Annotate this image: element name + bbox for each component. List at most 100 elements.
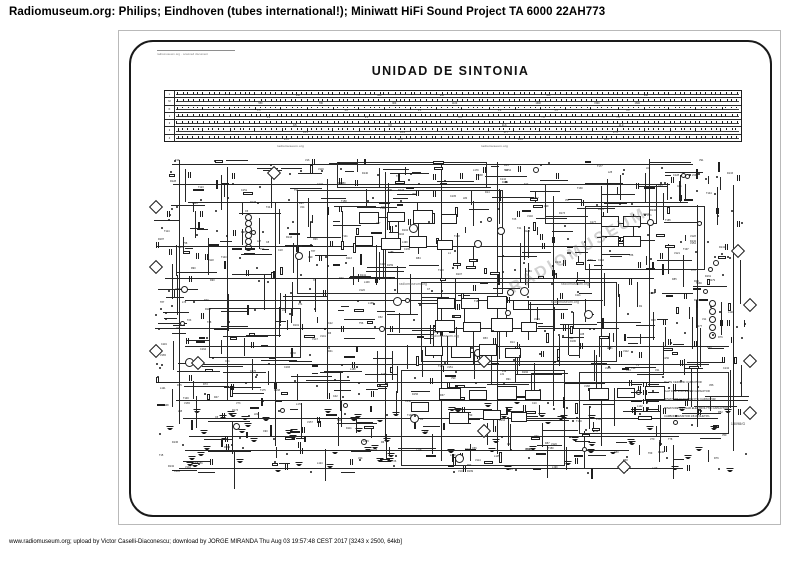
connection-wire-horizontal [154,220,179,221]
resistor-symbol [327,207,329,215]
connection-wire-horizontal [662,293,693,294]
component-reference-label: T159 [576,420,582,423]
component-reference-label: T41 [517,227,522,230]
component-reference-label: D192 [522,371,528,374]
component-reference-label: T156 [197,462,203,465]
connection-wire-vertical [547,446,548,478]
junction-node [569,252,572,255]
connection-wire-horizontal [223,336,268,337]
capacitor-symbol [355,180,359,186]
connection-wire-horizontal [176,272,217,273]
connection-wire-vertical [185,169,186,202]
connection-wire-horizontal [338,310,344,311]
bus-wire-horizontal [165,278,654,279]
capacitor-symbol [232,173,236,179]
junction-node [248,415,251,418]
junction-node [507,417,510,420]
connection-wire-horizontal [423,426,440,427]
transistor-symbol [507,289,514,296]
ground-symbol [274,468,281,473]
capacitor-symbol [554,273,558,279]
capacitor-symbol [660,253,664,259]
junction-node [414,377,417,380]
connection-wire-horizontal [639,186,667,187]
component-reference-label: D18 [338,182,343,185]
resistor-symbol [570,326,573,334]
component-reference-label: R173 [559,212,565,215]
junction-node [174,160,177,163]
connection-wire-vertical [447,336,448,364]
subassembly-outline [585,206,705,270]
resistor-symbol [360,254,362,265]
connection-wire-horizontal [577,208,615,209]
capacitor-symbol [433,174,437,180]
capacitor-symbol [201,313,205,319]
component-reference-label: D180 [570,340,576,343]
resistor-symbol [221,440,223,447]
subassembly-outline [337,162,487,188]
connection-wire-vertical [730,370,731,408]
connection-wire-horizontal [231,393,264,394]
resistor-symbol [395,181,405,184]
resistor-symbol [689,366,699,369]
connection-wire-vertical [325,449,326,481]
component-reference-label: C183 [284,366,290,369]
connection-wire-horizontal [657,260,692,261]
junction-node [452,267,455,270]
connection-wire-horizontal [682,413,721,414]
junction-node [418,183,421,186]
component-reference-label: V180 [175,288,181,291]
junction-node [309,354,312,357]
dial-band-tag: 4 [165,134,175,143]
connection-wire-horizontal [567,247,573,248]
component-reference-label: T140 [221,256,227,259]
component-reference-label: D140 [362,172,368,175]
connection-wire-horizontal [290,409,298,410]
component-reference-label: T15 [159,454,164,457]
connection-wire-vertical [221,340,222,354]
junction-node [727,256,730,259]
connection-wire-vertical [593,422,594,432]
component-reference-label: C165 [404,248,410,251]
junction-node [428,221,431,224]
component-reference-label: V101 [320,335,326,338]
component-reference-label: V73 [236,402,241,405]
component-reference-label: R132 [168,465,174,468]
transistor-symbol [409,224,418,233]
component-reference-label: V93 [412,193,417,196]
junction-node [160,308,163,311]
junction-node [214,160,217,163]
junction-node [523,262,526,265]
component-reference-label: D13 [465,448,470,451]
dial-tick-label: 15.1 [303,130,308,134]
component-reference-label: R52 [718,411,723,414]
component-reference-label: T40 [175,159,180,162]
capacitor-symbol [225,436,229,442]
connection-wire-vertical [640,334,641,344]
resistor-symbol [624,334,626,341]
capacitor-symbol [339,178,343,184]
connection-wire-horizontal [604,203,627,204]
component-reference-label: R142 [650,209,656,212]
connection-wire-horizontal [291,376,332,377]
junction-node [492,330,495,333]
transistor-symbol [280,408,285,413]
coil-winding [709,324,716,331]
component-reference-label: D20 [339,277,344,280]
capacitor-symbol [727,320,731,326]
junction-node [589,328,592,331]
connection-wire-horizontal [190,228,204,229]
transistor-symbol [181,286,188,293]
ground-symbol [285,430,292,435]
ground-symbol [538,413,545,418]
ground-symbol [191,463,198,468]
component-reference-label: D97 [534,197,539,200]
legend-row: PLATE CERAMIC CAPACITOR [631,380,770,388]
junction-node [501,436,504,439]
junction-node [698,409,701,412]
resistor-symbol [196,341,205,343]
junction-node [377,174,380,177]
dial-tick-label: 21.4 [284,138,289,142]
junction-node [558,334,561,337]
